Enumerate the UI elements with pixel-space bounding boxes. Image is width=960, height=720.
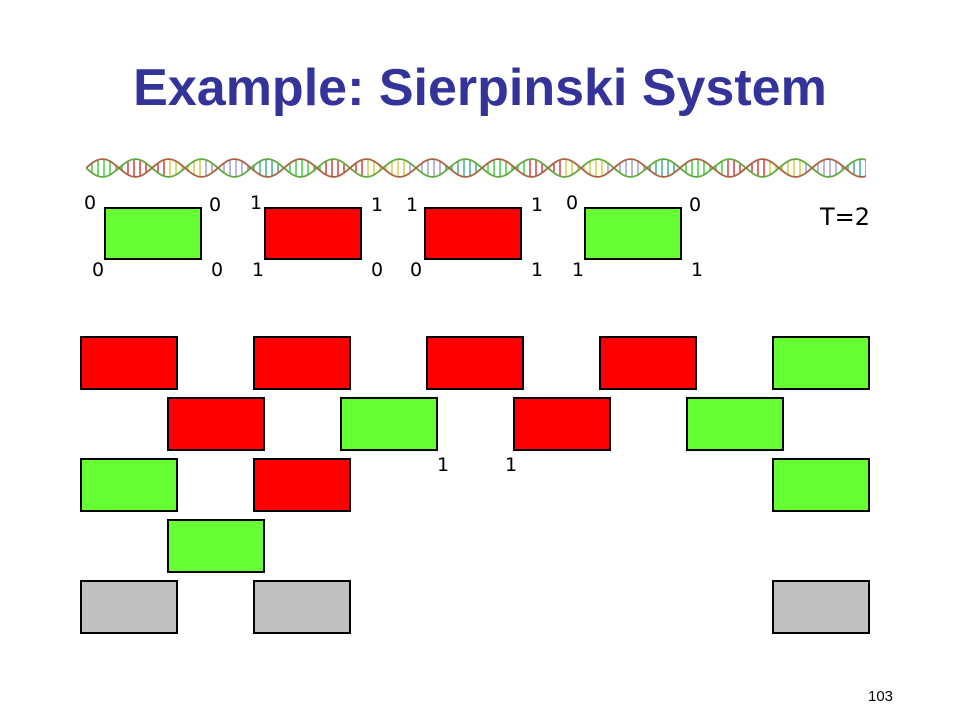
tile-type-green-0011: [584, 207, 682, 260]
tile-label-bottom-left: 1: [252, 259, 265, 281]
tile-type-red-1100: [264, 207, 362, 260]
assembly-tile-green: [80, 458, 178, 512]
tile-label-bottom-right: 1: [531, 259, 544, 281]
assembly-tile-green: [340, 397, 438, 451]
tile-label-bottom-left: 0: [92, 259, 105, 281]
tile-type-red-1101: [424, 207, 522, 260]
assembly-tile-green: [686, 397, 784, 451]
tile-label-top-right: 0: [209, 194, 222, 216]
tile-label-top-right: 0: [689, 194, 702, 216]
pending-label-left: 1: [437, 454, 450, 476]
assembly-tile-green: [772, 458, 870, 512]
page-number: 103: [868, 688, 894, 705]
tile-label-top-left: 0: [84, 192, 97, 214]
dna-helix-icon: [86, 158, 866, 178]
tile-label-top-left: 1: [406, 194, 419, 216]
tile-label-bottom-right: 0: [371, 259, 384, 281]
assembly-tile-red: [426, 336, 524, 390]
pending-label-right: 1: [505, 454, 518, 476]
tile-type-green-00: [104, 207, 202, 260]
tile-label-bottom-right: 0: [211, 259, 224, 281]
assembly-tile-red: [253, 336, 351, 390]
tile-label-bottom-left: 0: [410, 259, 423, 281]
assembly-tile-red: [599, 336, 697, 390]
time-step-label: T=2: [820, 203, 871, 231]
assembly-tile-red: [513, 397, 611, 451]
tile-label-bottom-left: 1: [572, 259, 585, 281]
assembly-tile-green: [772, 336, 870, 390]
assembly-tile-red: [253, 458, 351, 512]
tile-label-top-left: 0: [566, 192, 579, 214]
tile-label-top-left: 1: [250, 192, 263, 214]
assembly-tile-green: [167, 519, 265, 573]
assembly-tile-red: [80, 336, 178, 390]
assembly-tile-gray: [772, 580, 870, 634]
assembly-tile-gray: [80, 580, 178, 634]
tile-label-bottom-right: 1: [691, 259, 704, 281]
tile-label-top-right: 1: [371, 194, 384, 216]
tile-label-top-right: 1: [531, 194, 544, 216]
slide-title: Example: Sierpinski System: [133, 59, 827, 117]
assembly-tile-gray: [253, 580, 351, 634]
assembly-tile-red: [167, 397, 265, 451]
